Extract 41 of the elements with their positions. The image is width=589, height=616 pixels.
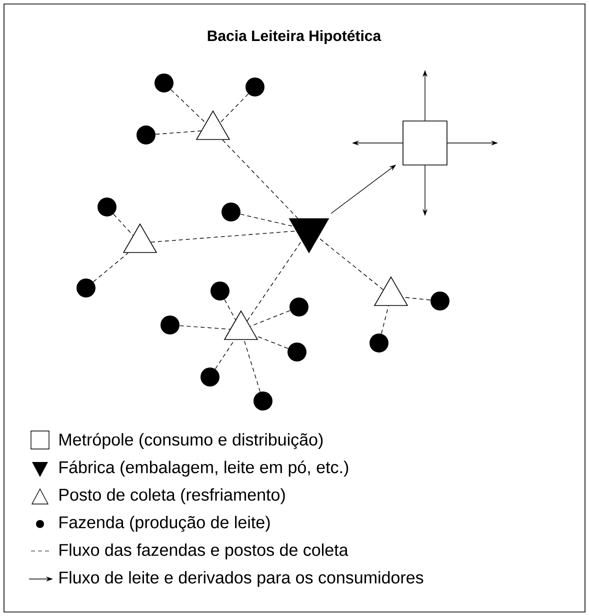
dashed-line (150, 230, 296, 243)
farm-dot (98, 198, 116, 216)
dashed-line (250, 310, 290, 327)
dashed-line (93, 252, 128, 282)
dashed-line (215, 340, 235, 370)
farm-dot (370, 334, 388, 352)
farm-dot (222, 202, 240, 222)
farm-dot (430, 292, 450, 310)
dashed-line (381, 306, 389, 334)
farm-dot (160, 316, 180, 334)
dashed-line (155, 130, 202, 135)
legend-text: Fábrica (embalagem, leite em pó, etc.) (60, 460, 348, 477)
dashed-line (255, 335, 288, 349)
farm-dot (210, 282, 230, 300)
dashed-line (179, 325, 230, 330)
farm-dot (254, 392, 272, 410)
legend-text: Fluxo de leite e derivados para os consumidores (60, 571, 424, 587)
farm-dot (246, 78, 264, 96)
farm-dot (136, 126, 156, 144)
farm-dot (76, 278, 96, 298)
dashed-line (170, 89, 206, 124)
factory-triangle (288, 218, 330, 254)
dashed-line (318, 237, 384, 290)
dashed-line (220, 94, 249, 123)
legend-text: Fazenda (produção de leite) (60, 516, 270, 532)
legend-text: Metrópole (consumo e distribuição) (60, 432, 323, 450)
dashed-line (224, 299, 236, 320)
dashed-line (222, 140, 298, 219)
metropolis-square (402, 120, 448, 166)
farm-dot (288, 342, 306, 362)
legend-text: Posto de coleta (resfriamento) (60, 488, 285, 504)
farm-dot (154, 74, 174, 92)
dashed-line (246, 240, 302, 322)
title: Bacia Leiteira Hipotética (208, 30, 382, 44)
farm-dot (200, 368, 220, 386)
farm-dot (290, 298, 308, 316)
legend-text: Fluxo das fazendas e postos de coleta (60, 543, 348, 560)
dashed-line (402, 296, 431, 300)
dashed-line (244, 340, 260, 392)
dashed-line (240, 214, 294, 227)
dashed-line (113, 214, 134, 236)
